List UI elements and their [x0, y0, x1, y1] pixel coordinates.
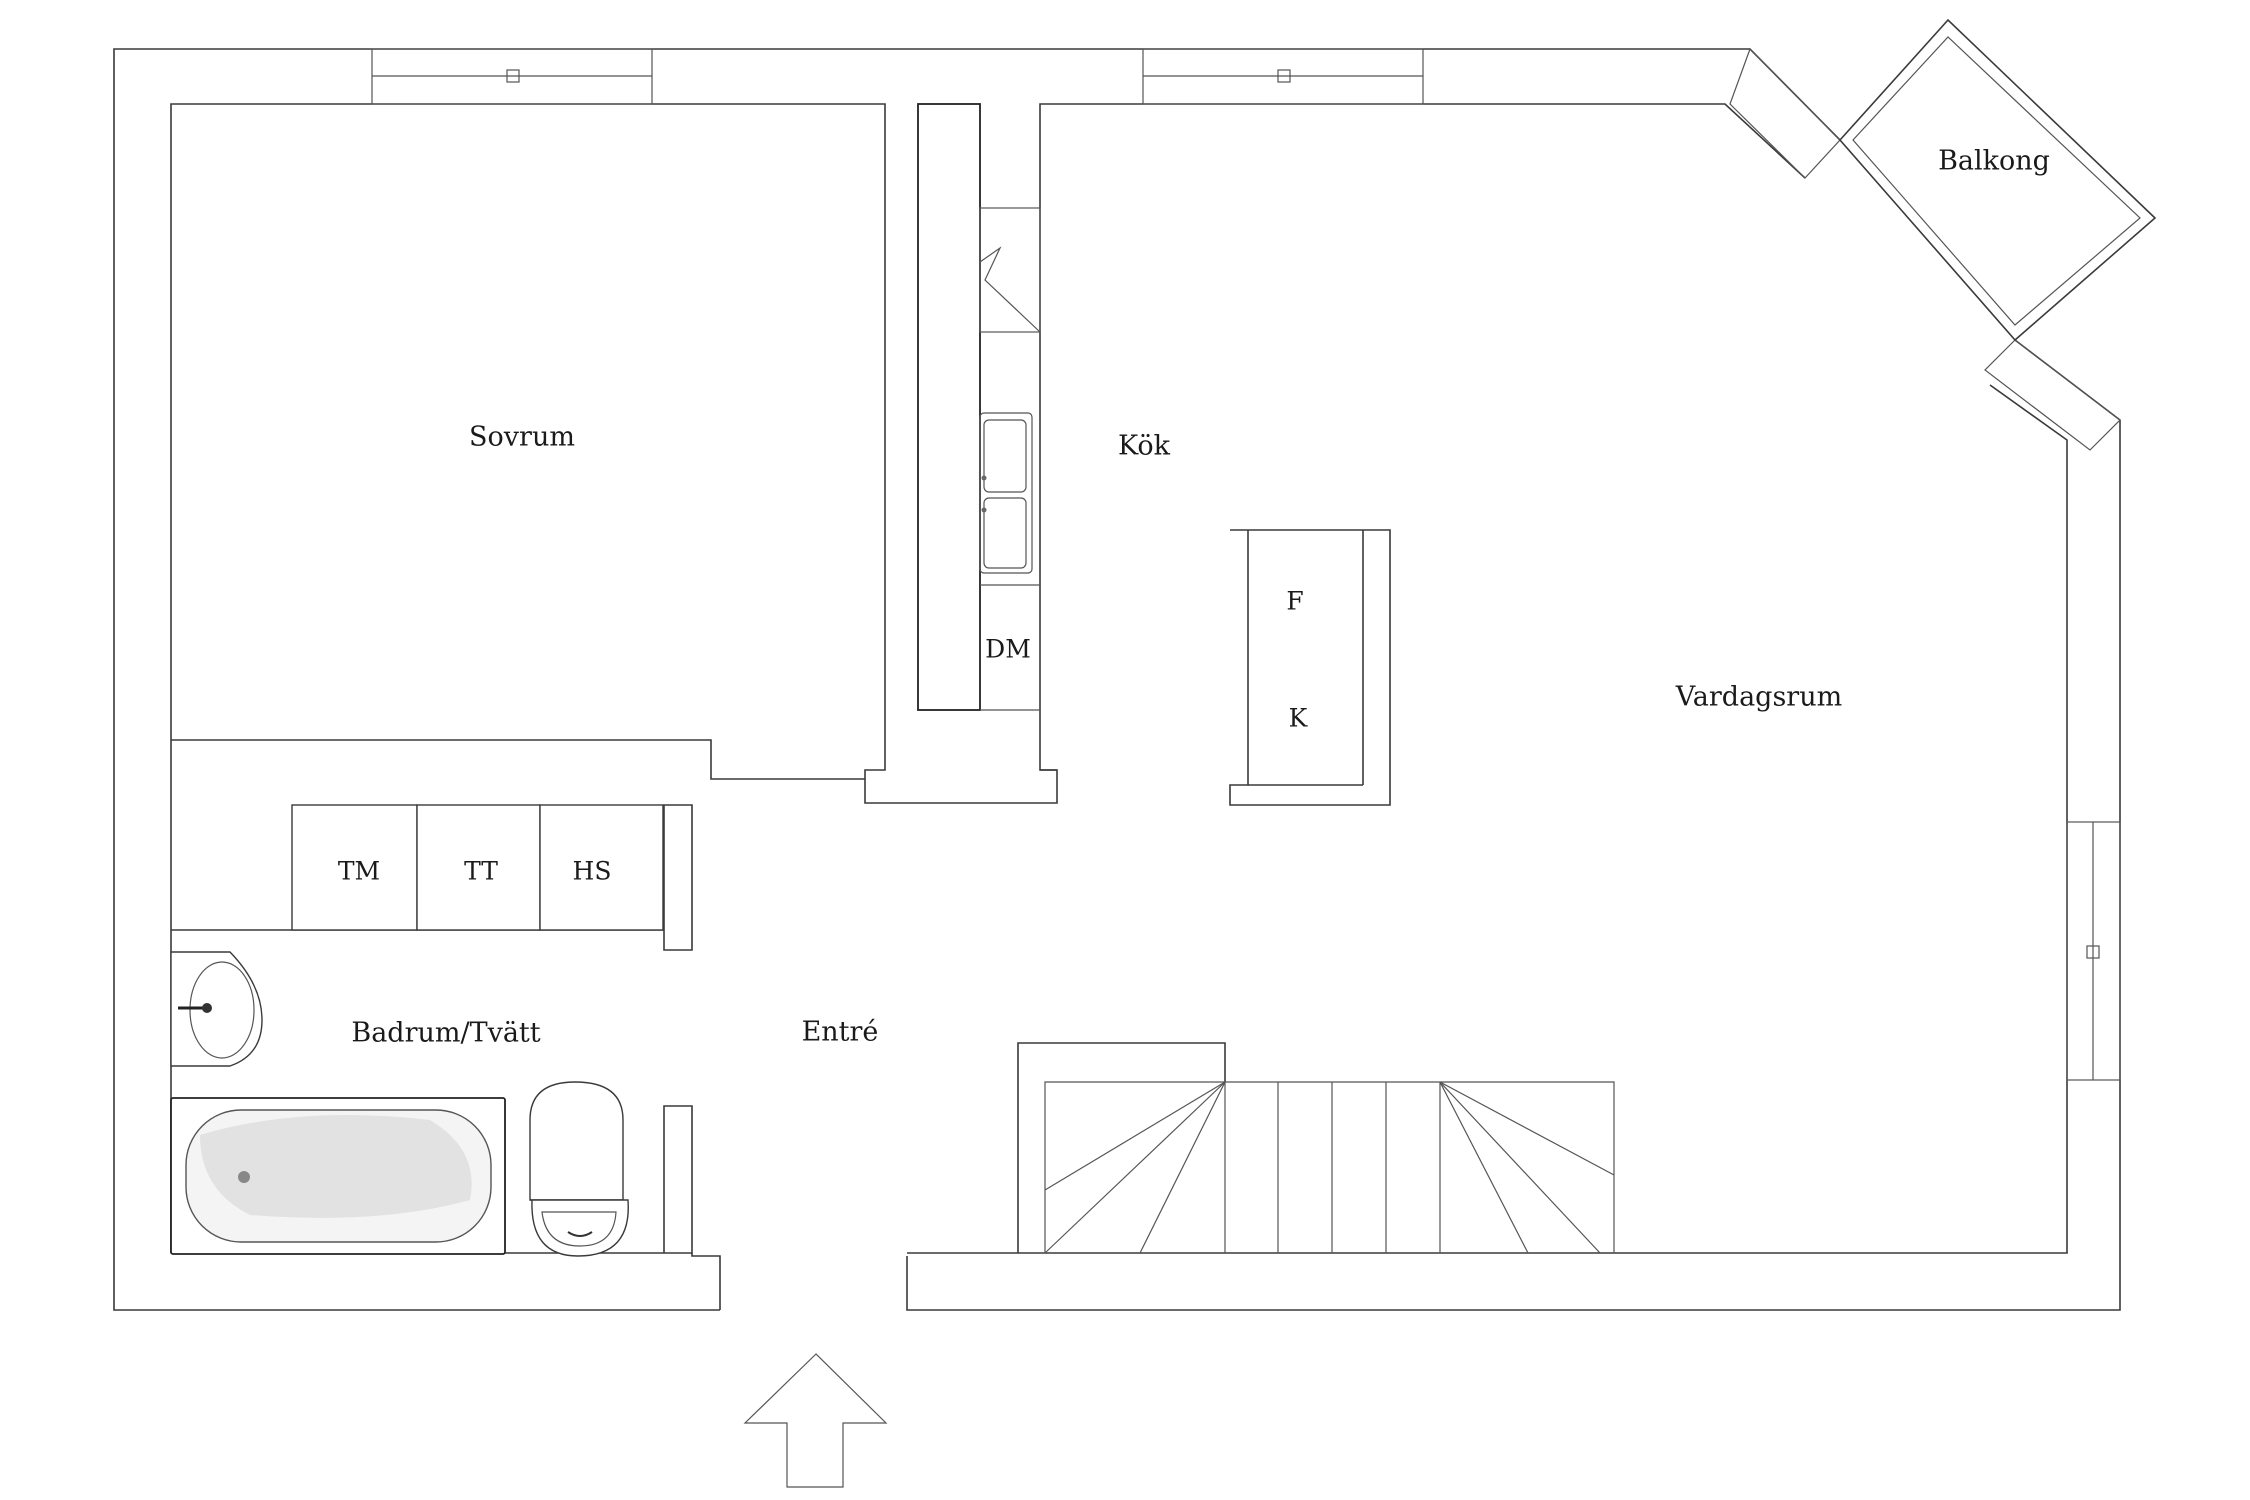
room-label-balkong: Balkong — [1938, 146, 2050, 177]
kitchen-counter — [917, 103, 1041, 711]
appliance-label-dryer: TT — [464, 857, 498, 886]
appliance-label-fridge: F — [1286, 587, 1303, 616]
bathtub-icon — [170, 1097, 506, 1255]
room-label-sovrum: Sovrum — [469, 422, 575, 453]
appliance-label-cabinet: HS — [573, 857, 612, 886]
staircase-icon — [1044, 1081, 1615, 1254]
interior-walls — [171, 529, 1391, 1253]
room-label-badrum: Badrum/Tvätt — [351, 1018, 540, 1049]
toilet-icon — [529, 1081, 629, 1257]
windows — [371, 47, 2121, 1081]
appliance-label-freezer: K — [1289, 704, 1309, 733]
appliance-label-dishwasher: DM — [985, 635, 1031, 664]
room-labels: Sovrum Kök Vardagsrum Balkong Badrum/Tvä… — [351, 146, 2050, 1049]
balcony — [1838, 18, 2157, 342]
double-sink-icon — [979, 412, 1033, 574]
room-label-vardagsrum: Vardagsrum — [1675, 682, 1842, 713]
appliance-label-washer: TM — [338, 857, 380, 886]
appliance-labels: DM F K TM TT HS — [338, 587, 1309, 886]
up-arrow-icon — [743, 1353, 888, 1488]
room-label-entre: Entré — [802, 1017, 879, 1048]
room-label-kok: Kök — [1118, 431, 1171, 462]
bathroom-fixtures — [170, 951, 629, 1257]
laundry-row — [291, 804, 664, 931]
washbasin-icon — [170, 951, 263, 1067]
